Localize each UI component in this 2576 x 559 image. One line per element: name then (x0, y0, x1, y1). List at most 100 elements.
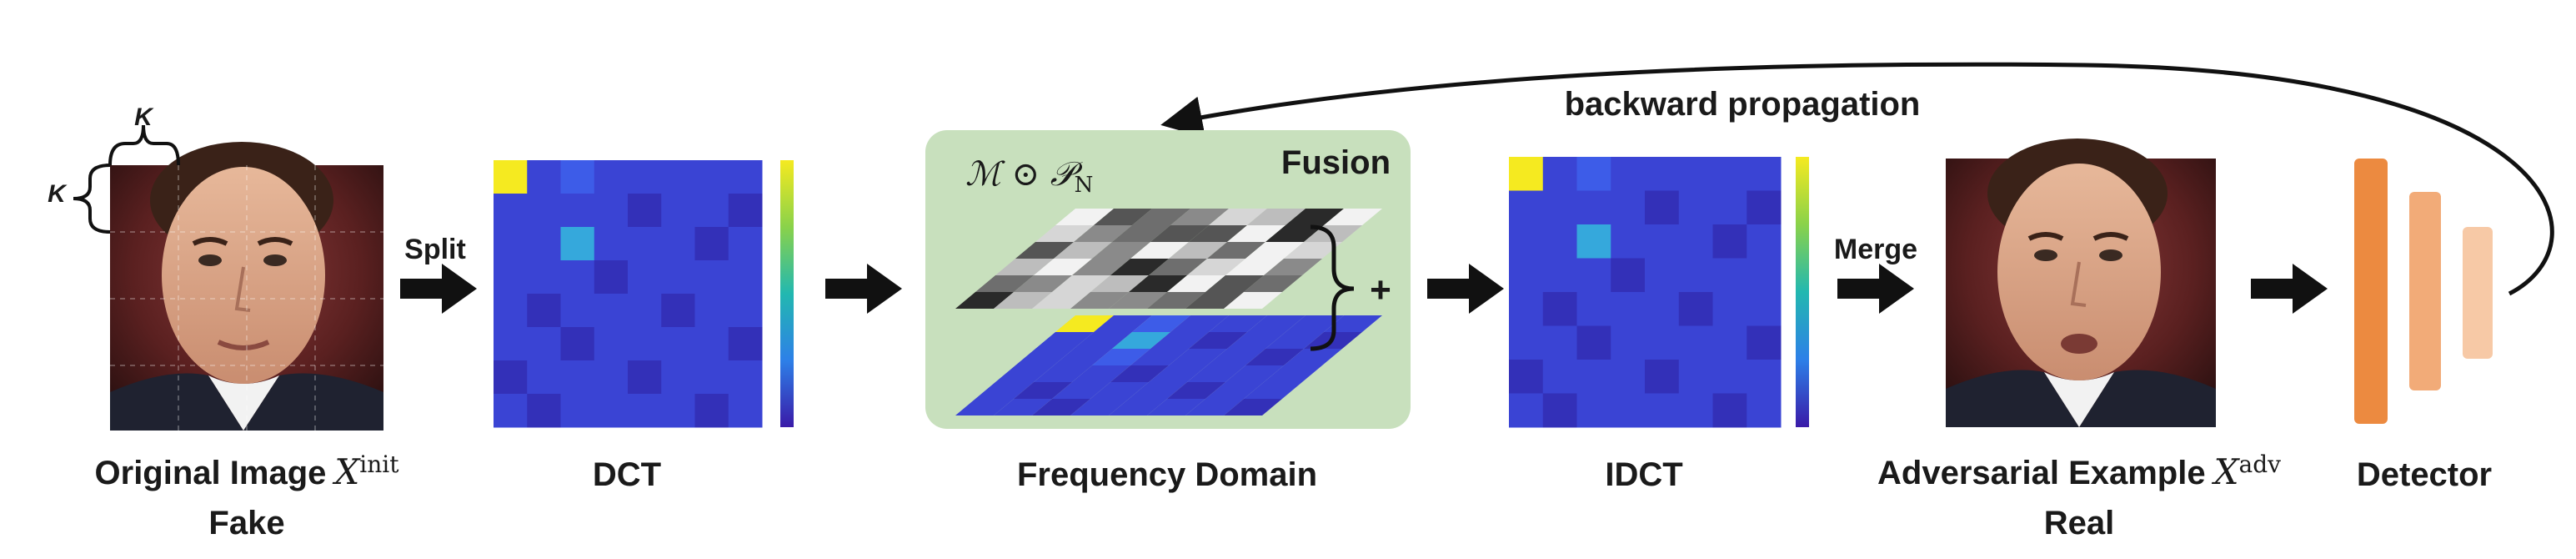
layer-cell (1225, 259, 1284, 275)
layer-cell (1149, 365, 1207, 382)
heatmap-cell (560, 194, 595, 228)
layer-cell (1189, 332, 1247, 349)
split-label: Split (404, 234, 466, 265)
arrow-to-detector (2251, 264, 2328, 314)
layer-cell (1169, 242, 1227, 259)
heatmap-cell (628, 227, 662, 261)
layer-cell (1052, 275, 1110, 292)
heatmap-cell (628, 194, 662, 228)
layer-cell (1167, 382, 1225, 399)
layer-cell (1094, 315, 1152, 332)
heatmap-cell (1645, 393, 1680, 428)
split-arrow (400, 264, 477, 314)
kernel-bracket-horizontal (108, 124, 180, 166)
layer-cell (1207, 242, 1265, 259)
heatmap-cell (1678, 325, 1713, 360)
layer-cell (1170, 315, 1229, 332)
heatmap-cell (1645, 258, 1680, 293)
layer-cell (1265, 225, 1324, 242)
layer-cell (1149, 259, 1207, 275)
layer-cell (955, 292, 1014, 309)
layer-cell (1132, 209, 1190, 225)
layer-cell (1247, 315, 1306, 332)
heatmap-cell (527, 260, 561, 295)
heatmap-cell (1611, 393, 1646, 428)
heatmap-cell (1542, 157, 1577, 191)
layer-cell (994, 292, 1052, 309)
layer-cell (975, 382, 1034, 399)
layer-cell (1247, 209, 1306, 225)
layer-cell (1304, 225, 1362, 242)
heatmap-cell (1611, 157, 1646, 191)
heatmap-cell (494, 360, 528, 395)
heatmap-cell (1576, 157, 1611, 191)
heatmap-cell (1747, 292, 1782, 326)
layer-cell (1054, 349, 1112, 365)
layer-cell (1284, 349, 1342, 365)
layer-cell (1264, 259, 1322, 275)
layer-cell (1225, 365, 1284, 382)
heatmap-cell (1576, 292, 1611, 326)
layer-cell (1054, 242, 1112, 259)
layer-cell (994, 399, 1052, 415)
heatmap-cell (1747, 224, 1782, 259)
layer-cell (1187, 365, 1245, 382)
layer-cell (1132, 315, 1190, 332)
layer-cell (1110, 365, 1169, 382)
heatmap-cell (594, 260, 629, 295)
heatmap-cell (728, 360, 763, 395)
layer-cell (1227, 225, 1285, 242)
heatmap-cell (560, 394, 595, 428)
idct-heatmap (1509, 157, 1782, 428)
heatmap-cell (1645, 292, 1680, 326)
layer-cell (1147, 399, 1205, 415)
heatmap-cell (494, 294, 528, 328)
heatmap-cell (728, 260, 763, 295)
heatmap-cell (661, 227, 695, 261)
heatmap-cell (1645, 190, 1680, 225)
layer-cell (1032, 399, 1090, 415)
heatmap-cell (728, 160, 763, 194)
heatmap-cell (1678, 224, 1713, 259)
layer-cell (1129, 275, 1187, 292)
heatmap-cell (1678, 190, 1713, 225)
heatmap-cell (594, 294, 629, 328)
heatmap-cell (494, 327, 528, 361)
fake-label: Fake (208, 505, 284, 541)
kernel-k-top: K (134, 103, 154, 131)
heatmap-cell (494, 160, 528, 194)
heatmap-cell (1576, 325, 1611, 360)
layer-cell (1169, 349, 1227, 365)
heatmap-cell (628, 360, 662, 395)
layer-cell (1112, 225, 1170, 242)
heatmap-cell (1509, 224, 1544, 259)
heatmap-cell (594, 394, 629, 428)
heatmap-cell (728, 394, 763, 428)
layer-cell (1109, 292, 1167, 309)
fusion-brace (1310, 224, 1355, 351)
dct-heatmap (494, 160, 763, 428)
heatmap-cell (661, 194, 695, 228)
layer-cell (1090, 382, 1149, 399)
heatmap-cell (661, 294, 695, 328)
heatmap-cell (628, 160, 662, 194)
layer-cell (975, 275, 1034, 292)
heatmap-cell (1645, 325, 1680, 360)
heatmap-cell (628, 260, 662, 295)
layer-cell (1110, 259, 1169, 275)
heatmap-cell (1576, 224, 1611, 259)
idct-label: IDCT (1605, 456, 1682, 493)
heatmap-cell (1509, 292, 1544, 326)
layer-cell (1072, 365, 1130, 382)
heatmap-cell (661, 260, 695, 295)
layer-cell (1015, 349, 1074, 365)
arrow-to-fusion (825, 264, 902, 314)
heatmap-cell (1747, 190, 1782, 225)
layer-cell (995, 365, 1054, 382)
heatmap-cell (694, 160, 729, 194)
heatmap-cell (1509, 190, 1544, 225)
heatmap-cell (661, 394, 695, 428)
layer-cell (1112, 332, 1170, 349)
layer-cell (1150, 225, 1209, 242)
